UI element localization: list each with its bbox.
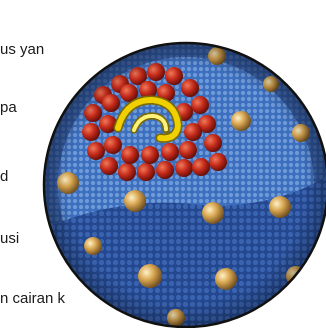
virus-illustration [0, 0, 326, 328]
